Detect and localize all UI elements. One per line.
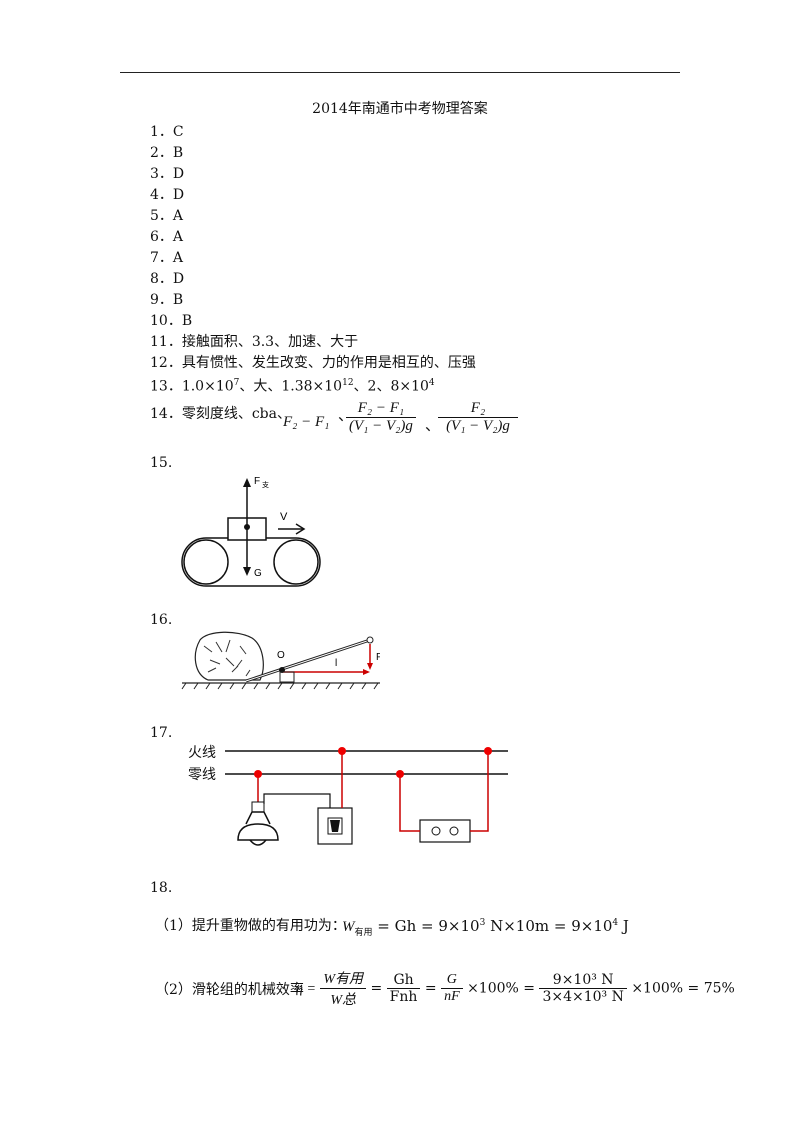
answer-8: 8．D [150, 271, 185, 287]
answer-14-expr1: F₂ − F₁ [283, 414, 330, 430]
velocity-label: V [280, 511, 288, 523]
question-15-label: 15. [150, 455, 173, 471]
answer-11: 11．接触面积、3.3、加速、大于 [150, 334, 359, 350]
answer-12: 12．具有惯性、发生改变、力的作用是相互的、压强 [150, 355, 476, 371]
answer-18-part1-formula: W有用 = Gh = 9×103 N×10m = 9×104 J [342, 917, 629, 938]
answer-9: 9．B [150, 292, 184, 308]
answer-10: 10．B [150, 313, 193, 329]
support-force-subscript: 支 [262, 480, 269, 489]
answer-14-sep2: 、 [425, 416, 441, 434]
gravity-label: G [254, 568, 262, 579]
conveyor-force-diagram: F 支 G V [181, 476, 321, 587]
answer-13: 13．1.0×107、大、1.38×1012、2、8×104 [150, 378, 435, 395]
header-rule [120, 72, 680, 73]
neutral-wire-label: 零线 [188, 767, 216, 783]
arm-label: l [335, 658, 337, 669]
answer-3: 3．D [150, 166, 185, 182]
answer-5: 5．A [150, 208, 184, 224]
pivot-label: O [277, 650, 285, 661]
fraction-numerator: F₂ − F₁ [346, 400, 416, 418]
household-circuit-diagram [225, 747, 508, 846]
fraction-numerator: F₂ [438, 400, 518, 418]
question-16-label: 16. [150, 612, 173, 628]
answer-4: 4．D [150, 187, 185, 203]
support-force-label: F [254, 476, 260, 487]
answer-14-fraction-1: F₂ − F₁(V₁ − V₂)g [346, 400, 416, 435]
answer-18-part1-text: （1）提升重物做的有用功为： [155, 918, 346, 934]
answer-2: 2．B [150, 145, 184, 161]
fraction-denominator: (V₁ − V₂)g [446, 418, 510, 434]
answer-7: 7．A [150, 250, 184, 266]
answer-18-part2-text: （2）滑轮组的机械效率 [155, 982, 304, 998]
page-title: 2014年南通市中考物理答案 [312, 101, 488, 117]
question-17-label: 17. [150, 725, 173, 741]
question-18-label: 18. [150, 880, 173, 896]
answer-6: 6．A [150, 229, 184, 245]
live-wire-label: 火线 [188, 745, 216, 761]
answer-14-prefix: 14．零刻度线、cba、 [150, 406, 291, 422]
answer-14-fraction-2: F₂(V₁ − V₂)g [438, 400, 518, 435]
answer-14-sep1: 、 [338, 406, 354, 424]
lever-diagram: O l F [181, 631, 380, 690]
fraction-denominator: (V₁ − V₂)g [349, 418, 413, 434]
answer-1: 1．C [150, 124, 184, 140]
force-label: F [376, 652, 380, 663]
